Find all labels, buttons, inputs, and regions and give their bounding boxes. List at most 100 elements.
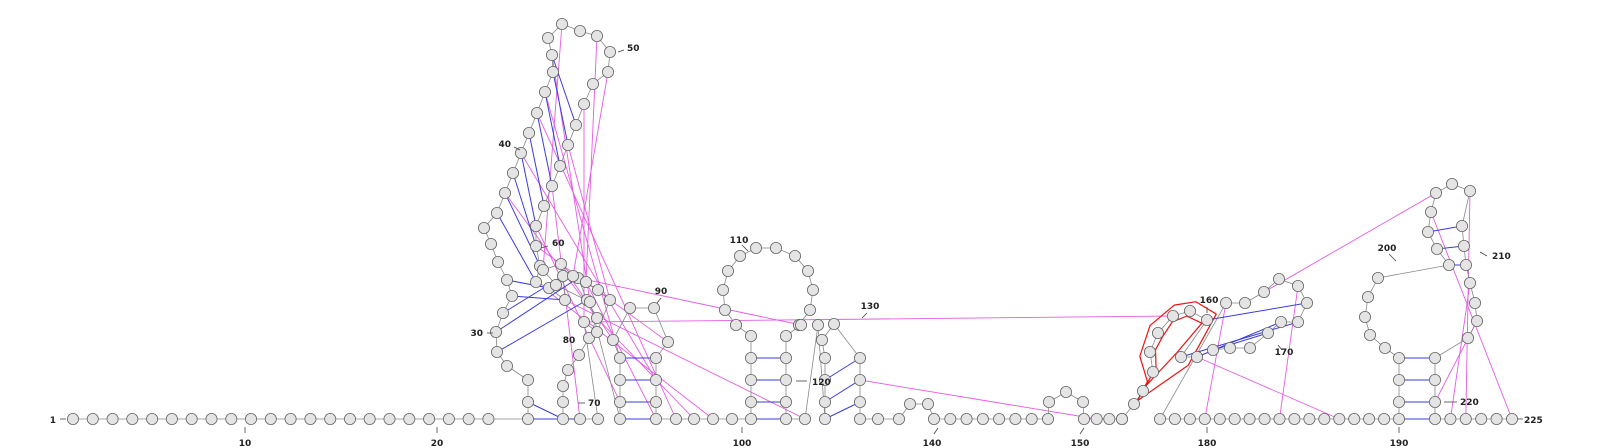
nucleotide-178 [1154,412,1167,425]
nucleotide-185 [1258,412,1271,425]
nucleotide-148 [1043,395,1056,408]
nucleotide-166 [1207,343,1220,356]
position-label-80: 80 [563,336,576,346]
tertiary-interaction-line [1204,302,1227,420]
nucleotide-193 [1378,412,1391,425]
nucleotide-209 [1464,184,1477,197]
nucleotide-71 [557,395,570,408]
nucleotide-120 [780,351,793,364]
nucleotide-35 [490,206,503,219]
nucleotides [67,17,1519,425]
nucleotide-36 [498,186,511,199]
position-label-110: 110 [730,236,749,246]
nucleotide-219 [1429,395,1442,408]
nucleotide-123 [780,412,793,425]
nucleotide-32 [491,255,504,268]
nucleotide-192 [1363,412,1376,425]
nucleotide-221 [1444,412,1457,425]
nucleotide-125 [812,318,825,331]
nucleotide-181 [1198,412,1211,425]
tertiary-interaction-line [544,91,621,359]
start-label: 1 [50,416,56,426]
base-pair-line [512,172,537,247]
nucleotide-223 [1475,412,1488,425]
nucleotide-97 [670,412,683,425]
nucleotide-16 [363,412,376,425]
tertiary-interaction-line [577,277,802,326]
nucleotide-150 [1077,395,1090,408]
nucleotide-168 [1244,341,1257,354]
nucleotide-94 [650,373,663,386]
nucleotide-89 [607,333,620,346]
nucleotide-50 [587,78,600,91]
nucleotide-163 [1201,313,1214,326]
position-tick-50 [617,49,625,53]
highlight-outer-outline [1137,301,1218,402]
nucleotide-24 [522,395,535,408]
base-pair-line [536,112,553,187]
nucleotide-137 [893,412,906,425]
nucleotide-23 [522,412,535,425]
nucleotide-216 [1462,331,1475,344]
nucleotide-14 [324,412,337,425]
nucleotide-215 [1471,314,1484,327]
nucleotide-152 [1090,412,1103,425]
nucleotide-45 [556,17,569,30]
nucleotide-88 [614,351,627,364]
tertiary-interaction-line [1465,190,1471,420]
nucleotide-62 [559,293,572,306]
nucleotide-171 [1292,315,1305,328]
nucleotide-26 [500,359,513,372]
nucleotide-188 [1303,412,1316,425]
base-pair-line [511,295,566,301]
nucleotide-96 [650,412,663,425]
nucleotide-22 [482,412,495,425]
nucleotide-17 [383,412,396,425]
position-label-20: 20 [431,439,444,448]
position-label-140: 140 [923,439,942,448]
nucleotide-75 [578,315,591,328]
position-tick-140 [933,427,939,435]
nucleotide-69 [562,363,575,376]
nucleotide-200 [1359,310,1372,323]
tertiary-interaction-line [504,192,598,319]
nucleotide-190 [1333,412,1346,425]
nucleotide-134 [854,395,867,408]
nucleotide-167 [1224,341,1237,354]
nucleotide-77 [604,293,617,306]
nucleotide-172 [1301,296,1314,309]
tertiary-interaction-line [1279,285,1299,420]
position-label-40: 40 [498,140,511,150]
position-label-200: 200 [1378,244,1397,254]
nucleotide-53 [562,138,575,151]
nucleotide-165 [1191,350,1204,363]
nucleotide-20 [442,412,455,425]
nucleotide-100 [726,412,739,425]
nucleotide-195 [1393,395,1406,408]
nucleotide-138 [904,397,917,410]
nucleotide-76 [591,325,604,338]
nucleotide-210 [1456,219,1469,232]
position-label-190: 190 [1390,439,1409,448]
base-pair-line [506,279,550,289]
nucleotide-141 [944,412,957,425]
nucleotide-206 [1425,205,1438,218]
nucleotide-153 [1103,412,1116,425]
base-pair-line [520,152,537,227]
backbone-path [73,23,1512,420]
nucleotide-198 [1379,341,1392,354]
nucleotide-139 [922,397,935,410]
tertiary-interaction-line [572,71,609,277]
nucleotide-87 [614,373,627,386]
base-pair-line [496,212,537,283]
nucleotide-83 [550,278,563,291]
position-label-170: 170 [1275,348,1294,358]
position-tick-130 [861,312,868,319]
nucleotide-7 [185,412,198,425]
nucleotide-41 [539,86,552,99]
nucleotide-72 [557,412,570,425]
nucleotide-40 [531,107,544,120]
nucleotide-140 [928,412,941,425]
nucleotide-46 [574,24,587,37]
nucleotide-128 [819,373,832,386]
